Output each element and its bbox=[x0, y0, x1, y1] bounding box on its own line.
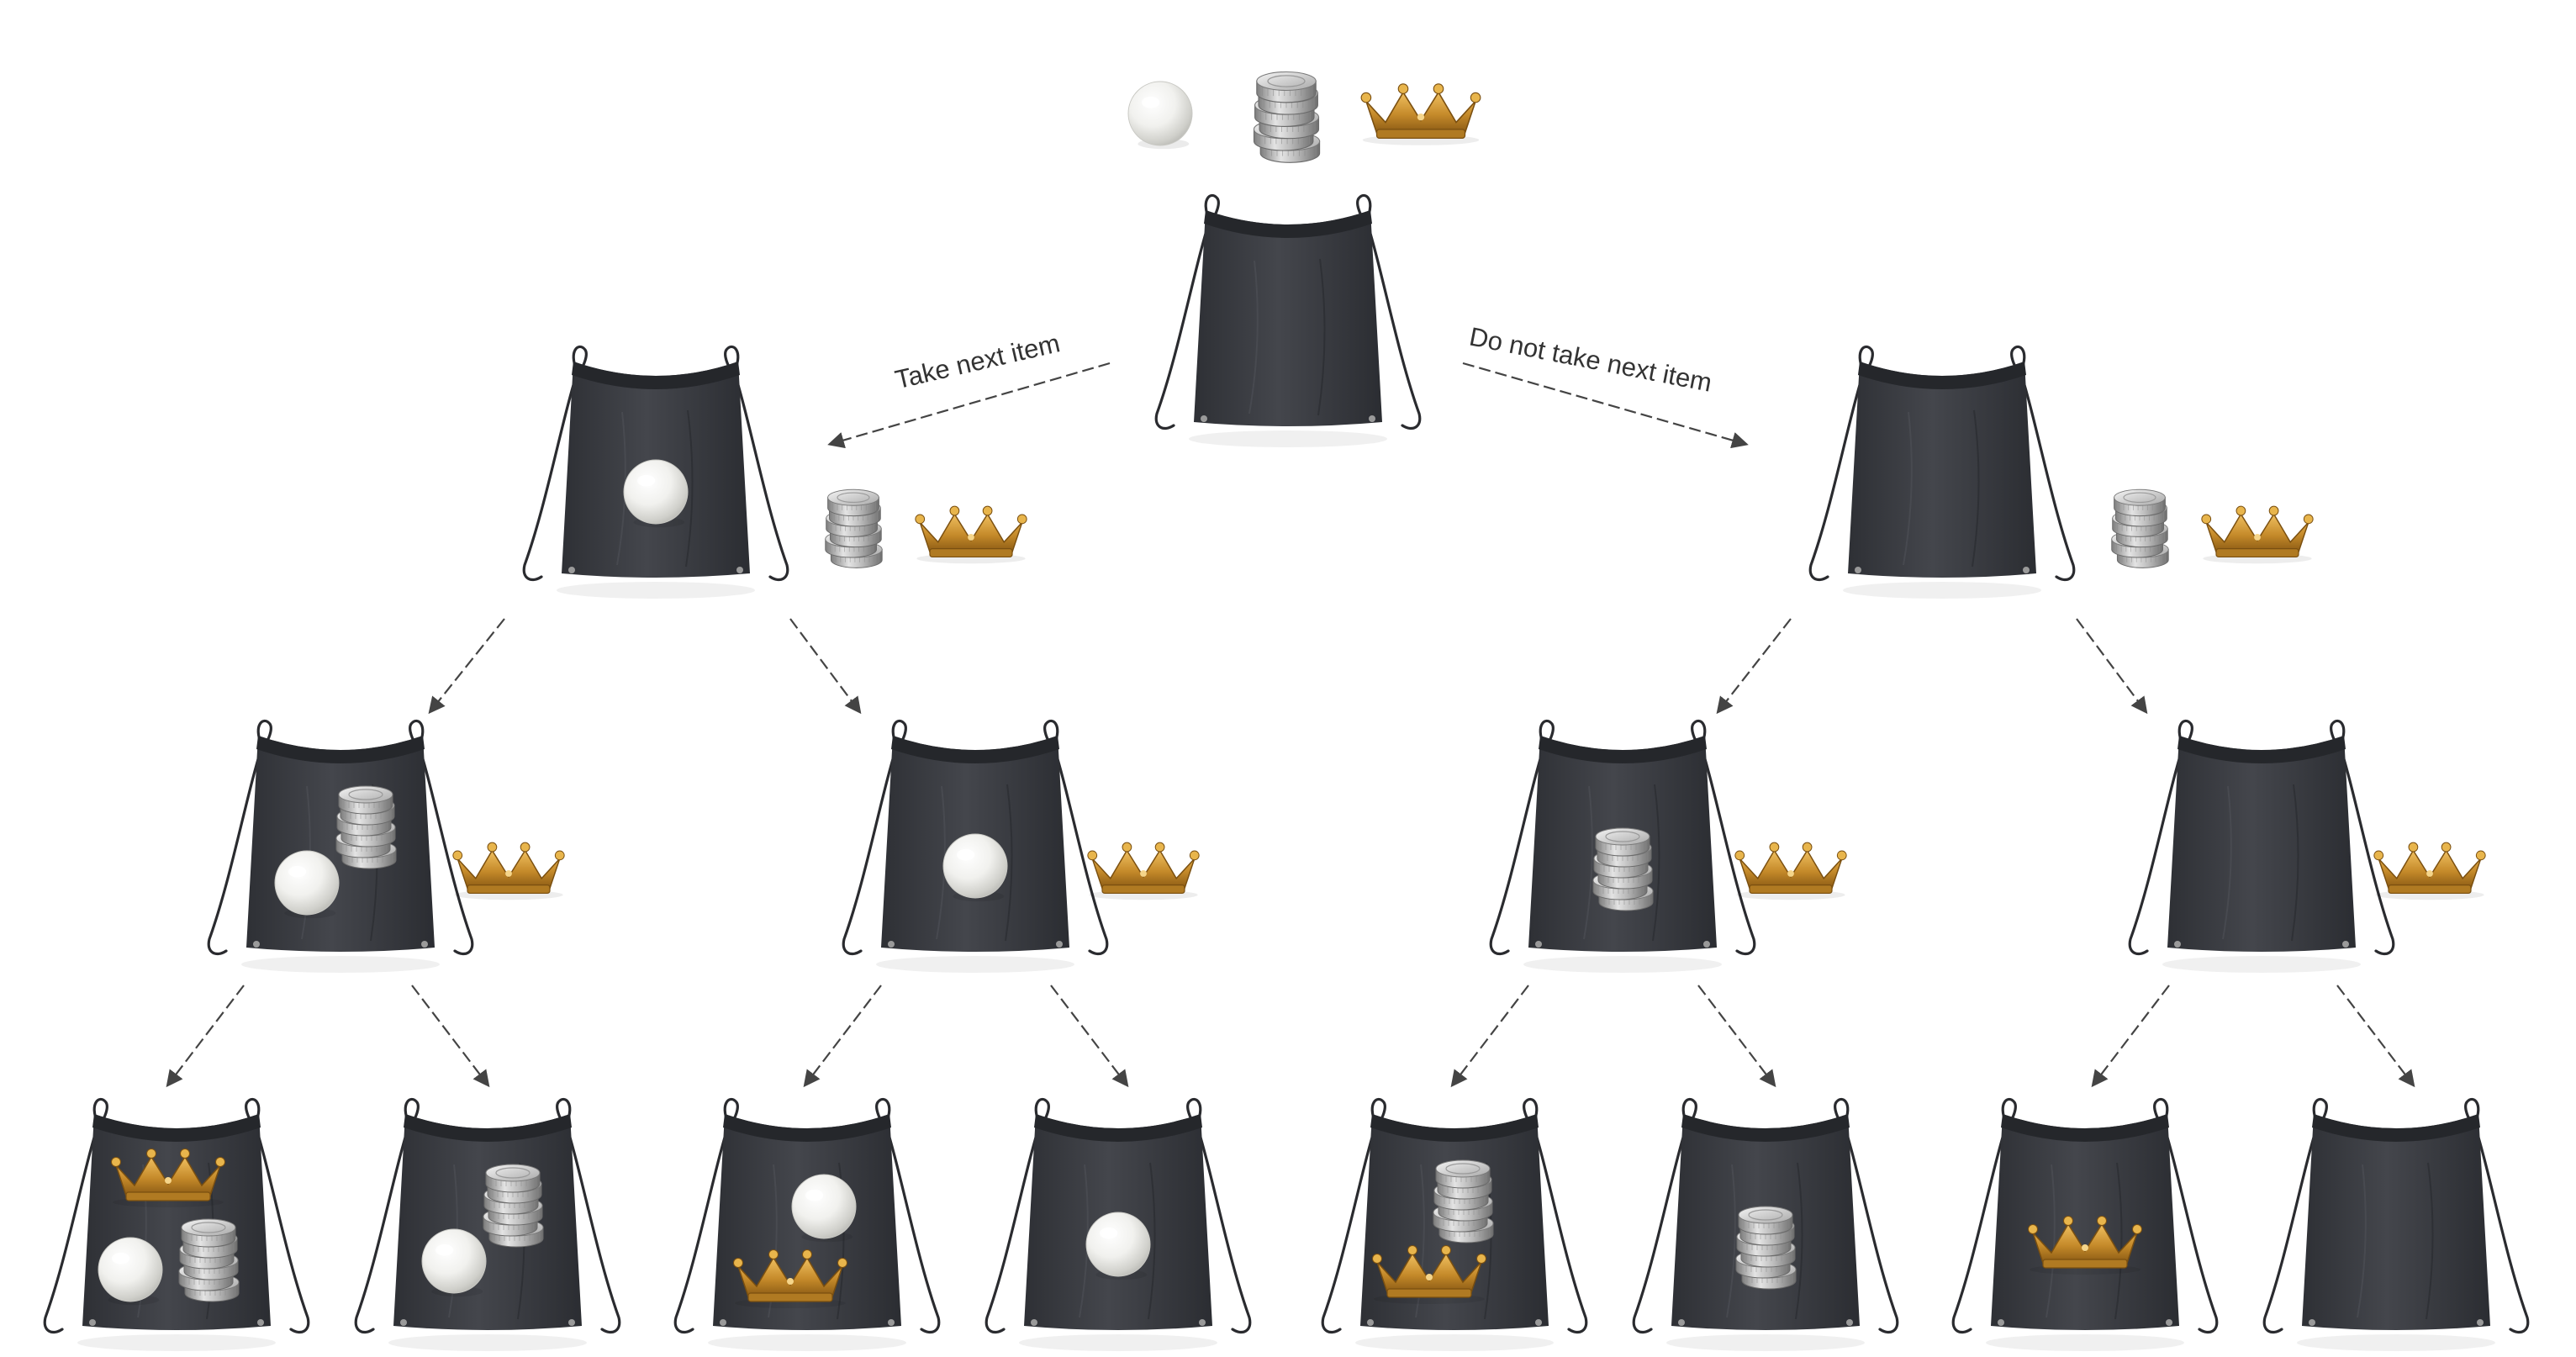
arrow-icon bbox=[2091, 985, 2170, 1088]
pearl-icon bbox=[623, 459, 689, 528]
arrow-icon bbox=[1450, 985, 1529, 1088]
arrow-icon bbox=[2336, 985, 2415, 1088]
coin-stack-icon bbox=[1592, 827, 1654, 911]
coin-stack-icon bbox=[1433, 1159, 1494, 1243]
pearl-icon bbox=[421, 1228, 487, 1297]
coin-stack-icon bbox=[483, 1164, 544, 1248]
crown-icon bbox=[1372, 1245, 1486, 1304]
crown-icon bbox=[2201, 505, 2314, 564]
drawstring-bag-icon bbox=[2128, 719, 2395, 973]
pearl-icon bbox=[1127, 81, 1193, 150]
drawstring-bag-icon bbox=[1951, 1097, 2219, 1351]
drawstring-bag-icon bbox=[2262, 1097, 2530, 1351]
arrow-icon bbox=[428, 618, 505, 715]
pearl-icon bbox=[98, 1237, 163, 1306]
arrow-icon bbox=[827, 362, 1111, 449]
pearl-icon bbox=[791, 1174, 857, 1243]
coin-stack-icon bbox=[1735, 1206, 1797, 1290]
arrow-icon bbox=[1716, 618, 1792, 715]
tree-nodes bbox=[43, 71, 2530, 1351]
coin-stack-icon bbox=[1253, 71, 1321, 163]
crown-icon bbox=[733, 1249, 847, 1308]
arrow-icon bbox=[1050, 985, 1129, 1088]
crown-icon bbox=[1360, 83, 1481, 145]
coin-stack-icon bbox=[825, 488, 883, 568]
arrow-icon bbox=[803, 985, 882, 1088]
pearl-icon bbox=[1085, 1212, 1151, 1280]
pearl-icon bbox=[274, 850, 340, 919]
crown-icon bbox=[915, 505, 1027, 564]
pearl-icon bbox=[942, 833, 1008, 902]
tree-edges bbox=[166, 362, 2415, 1088]
arrow-icon bbox=[166, 985, 245, 1088]
do-not-take-next-item-label: Do not take next item bbox=[1467, 322, 1714, 398]
arrow-icon bbox=[789, 618, 862, 715]
crown-icon bbox=[1087, 842, 1200, 900]
arrow-icon bbox=[1462, 362, 1749, 449]
arrow-icon bbox=[1697, 985, 1776, 1088]
coin-stack-icon bbox=[178, 1218, 240, 1302]
drawstring-bag-icon bbox=[1808, 345, 2076, 599]
crown-icon bbox=[452, 842, 565, 900]
crown-icon bbox=[2373, 842, 2486, 900]
drawstring-bag-icon bbox=[1154, 193, 1422, 447]
crown-icon bbox=[1734, 842, 1847, 900]
coin-stack-icon bbox=[335, 785, 397, 869]
arrow-icon bbox=[2076, 618, 2148, 715]
crown-icon bbox=[111, 1148, 225, 1207]
drawstring-bag-icon bbox=[43, 1097, 310, 1351]
arrow-icon bbox=[411, 985, 490, 1088]
crown-icon bbox=[2028, 1216, 2142, 1275]
coin-stack-icon bbox=[2111, 488, 2169, 568]
